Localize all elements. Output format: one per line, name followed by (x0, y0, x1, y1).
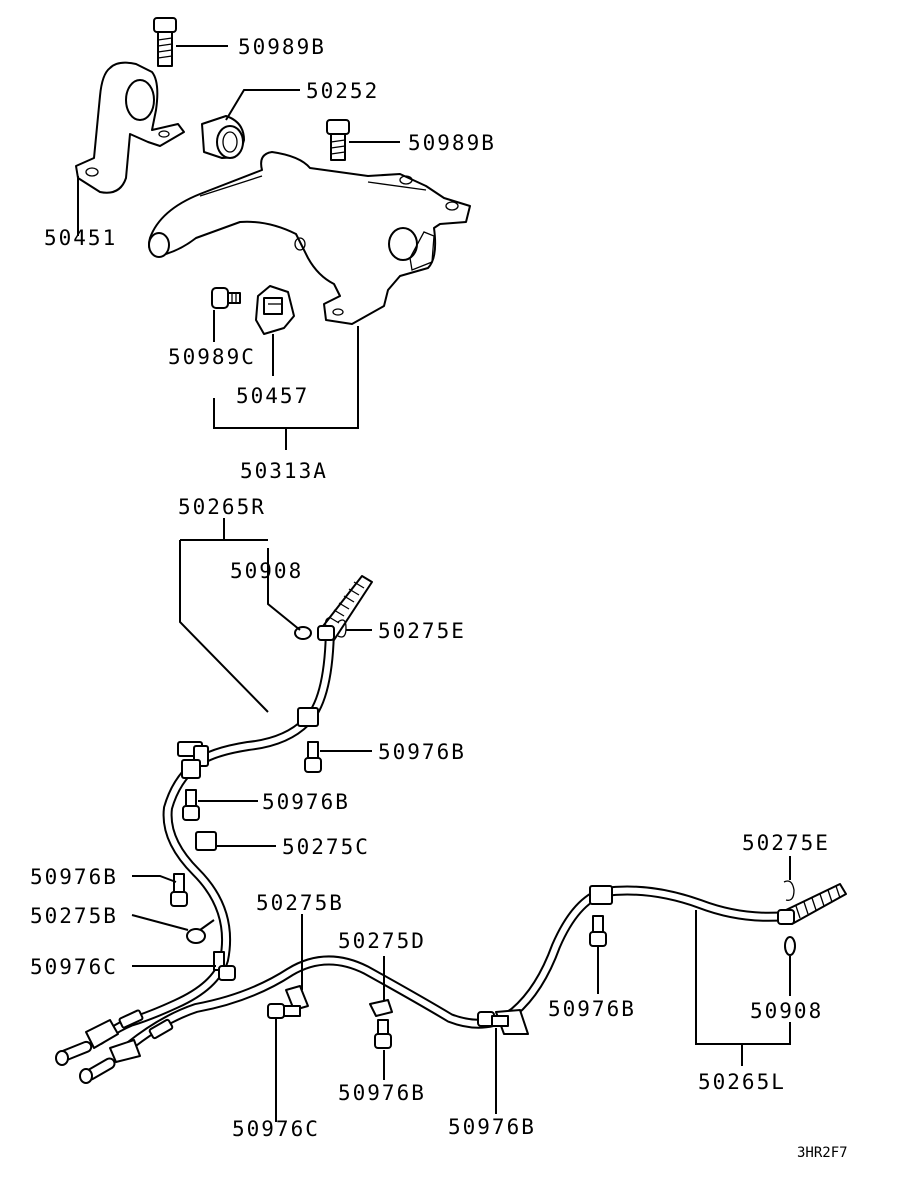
label-50976C-left: 50976C (30, 955, 118, 979)
cable-end-l (109, 1039, 141, 1063)
bolt-50976B-6 (477, 1011, 509, 1027)
bolt-50976B-2 (182, 789, 200, 821)
bolt-50989C (211, 287, 241, 309)
label-50275B-mid: 50275B (256, 891, 344, 915)
switch-50457 (255, 285, 295, 335)
label-50908-r: 50908 (230, 559, 303, 583)
leader-50275B-left (131, 914, 189, 931)
bushing-50252 (201, 115, 245, 159)
label-50989C: 50989C (168, 345, 256, 369)
washer-50908-l (784, 936, 796, 956)
label-50275B-left: 50275B (30, 904, 118, 928)
clamp-r-1 (297, 707, 319, 727)
parking-brake-lever (148, 151, 471, 325)
label-50976B-1: 50976B (378, 740, 466, 764)
leader-50908-r (267, 548, 301, 631)
bolt-50976C-bottom (267, 1003, 301, 1019)
leader-50976B-3 (132, 875, 177, 883)
label-50989B-mid: 50989B (408, 131, 496, 155)
label-50976B-2: 50976B (262, 790, 350, 814)
label-50275C: 50275C (282, 835, 370, 859)
cable-assembly-50265L (79, 880, 847, 1084)
bracket-50265L (695, 910, 791, 1045)
bolt-50976B-4 (589, 915, 607, 947)
bolt-50976B-1 (304, 741, 322, 773)
label-50976B-6: 50976B (448, 1115, 536, 1139)
label-50252: 50252 (306, 79, 379, 103)
label-50976B-3: 50976B (30, 865, 118, 889)
label-50265R: 50265R (178, 495, 266, 519)
cable-end-r (85, 1019, 119, 1049)
clip-50275E-r (337, 619, 347, 638)
label-50976C-bottom: 50976C (232, 1117, 320, 1141)
clip-50275B-left (186, 919, 215, 944)
clamp-r-4 (181, 759, 201, 779)
bracket-50313A (213, 326, 359, 429)
label-50457: 50457 (236, 384, 309, 408)
diagram-code: 3HR2F7 (797, 1145, 848, 1161)
parking-brake-lever-assembly (75, 17, 471, 450)
clamp-50275B-mid (285, 985, 309, 1011)
clip-50275D (369, 999, 393, 1017)
label-50275D: 50275D (338, 929, 426, 953)
label-50275E-l: 50275E (742, 831, 830, 855)
label-50989B-top: 50989B (238, 35, 326, 59)
label-50908-l: 50908 (750, 999, 823, 1023)
bolt-50976B-3 (170, 873, 188, 907)
label-50313A: 50313A (240, 459, 328, 483)
clamp-50275C (195, 831, 217, 851)
bolt-50989B-top (153, 17, 177, 67)
label-50451: 50451 (44, 226, 117, 250)
bolt-50976C-left (213, 951, 236, 981)
bolt-50976B-5 (374, 1019, 392, 1049)
label-50976B-5: 50976B (338, 1081, 426, 1105)
leader-50252 (225, 89, 300, 121)
label-50275E-r: 50275E (378, 619, 466, 643)
label-50265L: 50265L (698, 1070, 786, 1094)
clamp-l-1 (589, 885, 613, 905)
label-50976B-4: 50976B (548, 997, 636, 1021)
bolt-50989B-mid (326, 119, 350, 161)
bracket-50451 (75, 61, 185, 194)
leader-50265R-cable (179, 540, 269, 713)
clip-50275E-l (783, 880, 795, 901)
cable-assembly-50265R (55, 575, 373, 1066)
spring-coils-l (795, 885, 841, 919)
